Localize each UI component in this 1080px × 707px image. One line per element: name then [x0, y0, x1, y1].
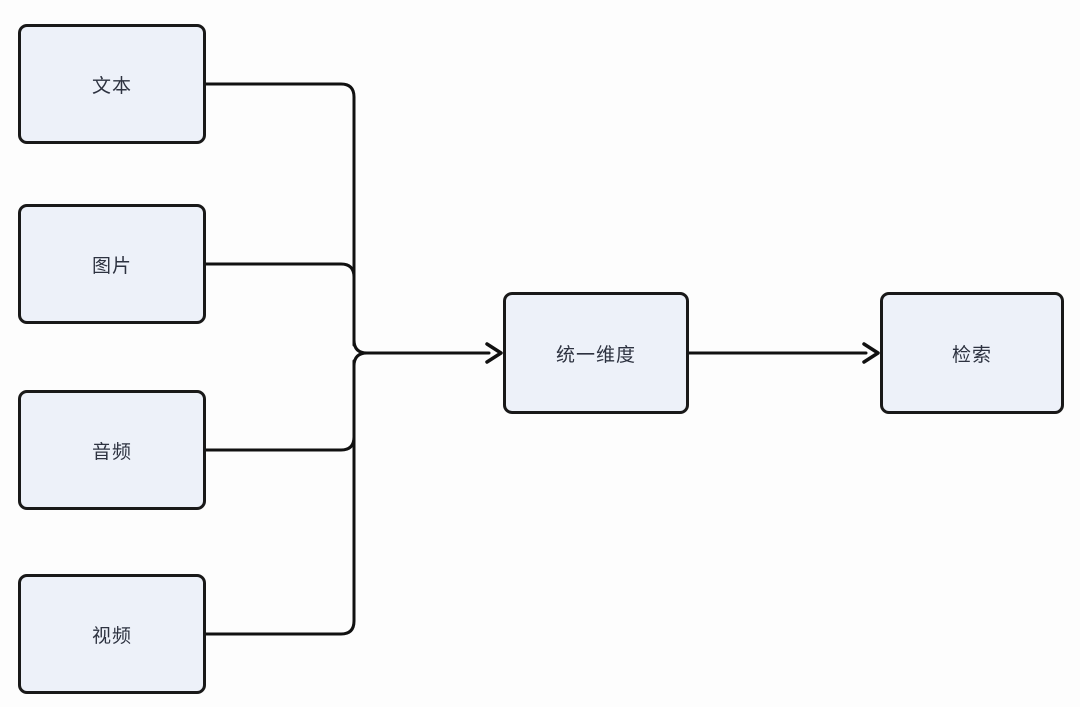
- node-retrieval: 检索: [880, 292, 1064, 414]
- node-text-label: 文本: [91, 75, 132, 97]
- node-unified-dimension-label: 统一维度: [555, 344, 636, 366]
- node-audio-label: 音频: [91, 441, 132, 463]
- connector-image-to-unify: [203, 262, 356, 347]
- node-image-label: 图片: [91, 255, 132, 277]
- node-unified-dimension: 统一维度: [503, 292, 689, 414]
- arrowhead-into-unify: [485, 342, 503, 364]
- node-retrieval-label: 检索: [951, 344, 992, 366]
- connector-video-to-unify: [203, 351, 369, 636]
- node-video: 视频: [18, 574, 206, 694]
- connector-audio-to-unify: [203, 359, 356, 452]
- arrowhead-into-retrieve: [862, 342, 880, 364]
- node-image: 图片: [18, 204, 206, 324]
- connector-text-to-unify: [204, 82, 491, 355]
- node-text: 文本: [18, 24, 206, 144]
- node-video-label: 视频: [91, 625, 132, 647]
- node-audio: 音频: [18, 390, 206, 510]
